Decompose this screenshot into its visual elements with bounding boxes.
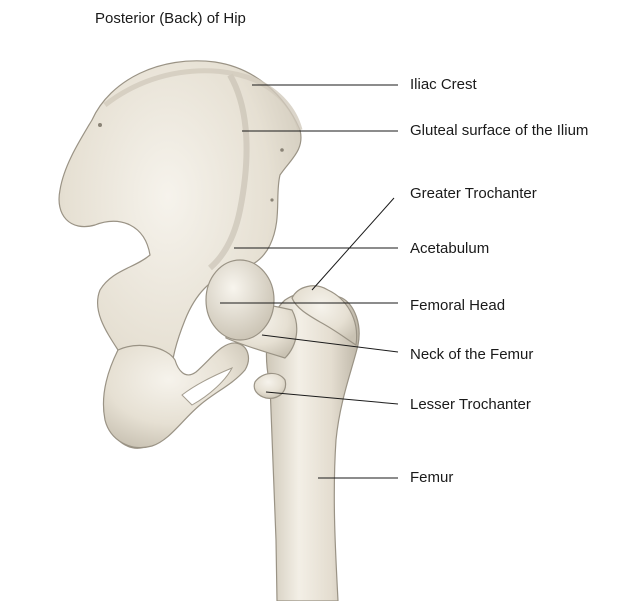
label-iliac-crest: Iliac Crest (410, 76, 477, 94)
femoral-head (206, 260, 274, 340)
label-neck-of-femur: Neck of the Femur (410, 346, 533, 364)
label-lesser-trochanter: Lesser Trochanter (410, 396, 531, 414)
nutrient-foramen (98, 123, 102, 127)
nutrient-foramen (280, 148, 284, 152)
label-greater-trochanter: Greater Trochanter (410, 185, 537, 203)
lesser-trochanter (254, 373, 285, 398)
label-acetabulum: Acetabulum (410, 240, 489, 258)
leader-greater-trochanter (312, 198, 394, 290)
label-femoral-head: Femoral Head (410, 297, 505, 315)
label-femur: Femur (410, 469, 453, 487)
ischium (103, 343, 248, 448)
nutrient-foramen (270, 198, 273, 201)
label-gluteal-surface: Gluteal surface of the Ilium (410, 122, 588, 140)
